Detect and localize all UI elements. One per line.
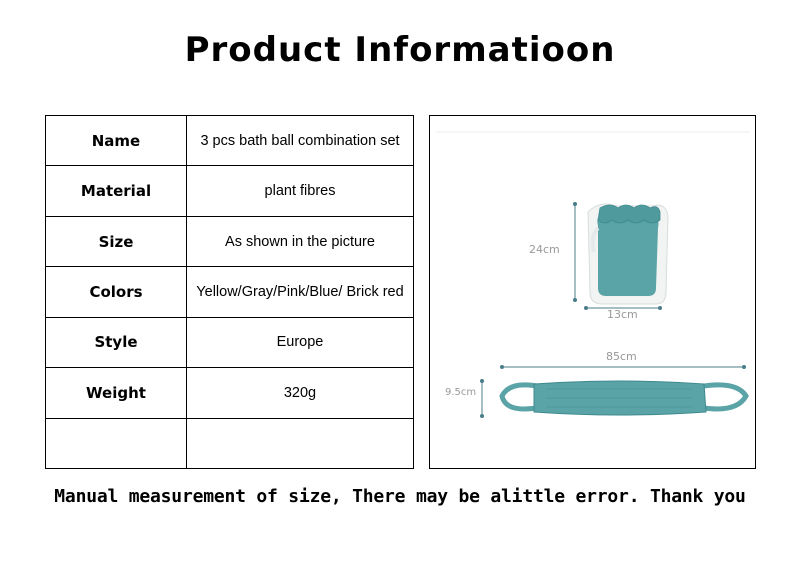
row-label: Material — [45, 165, 187, 217]
row-label: Style — [45, 316, 187, 369]
row-label: Name — [45, 114, 187, 167]
row-value: As shown in the picture — [186, 215, 414, 268]
footer-note: Manual measurement of size, There may be… — [54, 486, 746, 507]
strap-width-dimension — [480, 379, 484, 418]
page-title: Product Informatioon — [184, 30, 616, 70]
table-row: Style Europe — [45, 316, 414, 369]
strap-length-label: 85cm — [606, 350, 637, 363]
row-value: Europe — [186, 316, 414, 369]
row-label: Weight — [45, 367, 187, 419]
row-value: 3 pcs bath ball combination set — [186, 114, 414, 167]
back-scrubber-strap-image — [499, 380, 749, 416]
mitt-height-dimension — [573, 202, 577, 302]
row-label — [45, 417, 187, 470]
row-value — [186, 417, 414, 470]
row-value: Yellow/Gray/Pink/Blue/ Brick red — [186, 266, 414, 318]
row-value: 320g — [186, 367, 414, 419]
row-label: Colors — [45, 266, 187, 318]
spec-table: Name 3 pcs bath ball combination set Mat… — [45, 114, 414, 470]
mitt-width-dimension — [584, 306, 662, 310]
row-label: Size — [45, 215, 187, 268]
strap-length-dimension — [500, 365, 746, 369]
table-row: Weight 320g — [45, 367, 414, 419]
strap-width-label: 9.5cm — [445, 387, 477, 398]
table-row: Colors Yellow/Gray/Pink/Blue/ Brick red — [45, 266, 414, 318]
row-value: plant fibres — [186, 165, 414, 217]
table-row: Size As shown in the picture — [45, 215, 414, 268]
mitt-height-label: 24cm — [529, 243, 560, 256]
table-row: Name 3 pcs bath ball combination set — [45, 114, 414, 167]
table-row: Material plant fibres — [45, 165, 414, 217]
product-image-panel: 24cm 13cm 85cm 9.5cm — [429, 115, 756, 469]
table-row — [45, 417, 414, 470]
mitt-width-label: 13cm — [607, 308, 638, 321]
bath-mitt-image — [587, 203, 669, 305]
product-illustration — [436, 131, 750, 418]
